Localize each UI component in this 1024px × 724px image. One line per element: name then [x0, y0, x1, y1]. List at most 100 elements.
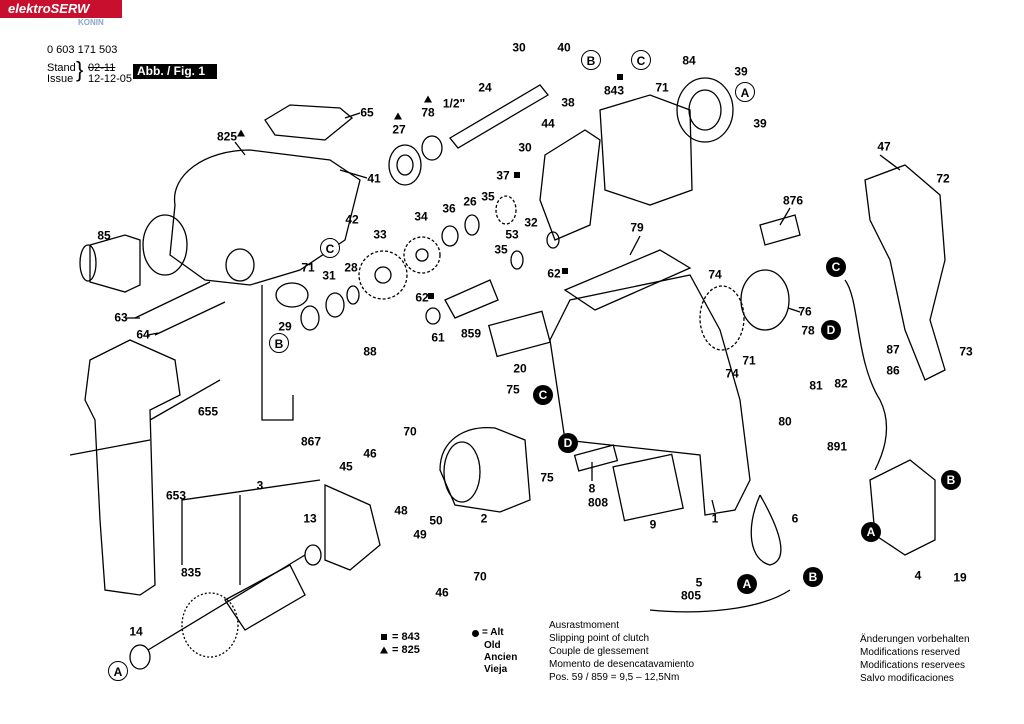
- part-callout: 33: [373, 227, 387, 242]
- modifications-line: Salvo modificaciones: [860, 673, 954, 684]
- stand-label: Stand: [47, 62, 76, 74]
- part-callout: 39: [734, 64, 748, 79]
- square-marker: [617, 74, 623, 80]
- gear-37: [495, 195, 517, 225]
- part-callout: 29: [278, 319, 292, 334]
- cord-line: [69, 439, 151, 456]
- retaining-ring: [421, 135, 443, 161]
- reference-circle: B: [581, 50, 601, 70]
- brush-ring: [740, 269, 790, 331]
- clutch-note-line: Slipping point of clutch: [549, 633, 650, 644]
- part-callout: 35: [494, 242, 508, 257]
- part-callout: 72: [936, 171, 950, 186]
- gear-medium: [403, 236, 441, 274]
- part-callout: 9: [649, 517, 657, 532]
- part-callout: 61: [431, 330, 445, 345]
- armature-bearing-14: [129, 644, 151, 670]
- part-callout: 46: [435, 585, 449, 600]
- bracket-867-lines: [261, 285, 294, 421]
- gear-housing: [169, 149, 361, 286]
- field-coil: [439, 426, 531, 513]
- legend-square-icon: [381, 634, 387, 640]
- part-callout: 859: [460, 326, 482, 341]
- part-callout: 49: [413, 527, 427, 542]
- part-callout: 78: [421, 105, 435, 120]
- screw-63: [134, 281, 211, 319]
- issue-label: Issue: [47, 73, 74, 85]
- triangle-marker: [394, 112, 402, 120]
- shaft-bearing-61: [425, 307, 441, 325]
- legend-dot-icon: [472, 630, 479, 637]
- part-callout: 34: [414, 209, 428, 224]
- brush-holder: [759, 214, 801, 246]
- gear-medium-hub: [415, 248, 429, 262]
- part-callout: 65: [360, 105, 374, 120]
- clutch-note-line: Couple de glessement: [549, 646, 649, 657]
- logo-bar: [0, 0, 122, 18]
- part-callout: 26: [463, 194, 477, 209]
- bearing: [388, 144, 422, 186]
- part-callout: 653: [165, 488, 187, 503]
- part-callout: 78: [801, 323, 815, 338]
- housing-collar: [142, 214, 188, 276]
- part-callout: 20: [513, 361, 527, 376]
- part-callout: 47: [877, 139, 891, 154]
- part-callout: 64: [136, 327, 150, 342]
- part-callout: 62: [415, 290, 429, 305]
- intermediate-shaft: [444, 279, 499, 319]
- reference-circle: A: [737, 574, 757, 594]
- header-brace: }: [76, 57, 84, 82]
- legend-square-text: = 843: [392, 631, 420, 643]
- reference-circle: C: [320, 238, 340, 258]
- part-callout: 30: [518, 140, 532, 155]
- part-callout: 2: [480, 511, 488, 526]
- part-callout: 27: [392, 122, 406, 137]
- part-callout: 62: [547, 266, 561, 281]
- housing-spindle-ring: [225, 248, 255, 282]
- cord-protector: [750, 494, 782, 566]
- part-callout: 81: [809, 378, 823, 393]
- chuck-nose: [79, 244, 97, 282]
- part-callout: 825: [216, 129, 238, 144]
- part-callout: 79: [630, 220, 644, 235]
- part-number: 0 603 171 503: [47, 44, 118, 56]
- field-coil-face: [443, 441, 481, 503]
- washer-32: [546, 231, 560, 249]
- part-callout: 8: [588, 481, 596, 496]
- armature-core: [224, 564, 306, 631]
- assembly-bracket-3: [181, 479, 321, 565]
- part-callout: 1/2": [442, 96, 466, 111]
- part-callout: 73: [959, 344, 973, 359]
- part-callout: 3: [256, 478, 264, 493]
- gear-large-hub: [374, 266, 392, 284]
- legend-dot-line: Ancien: [484, 652, 518, 663]
- part-callout: 74: [708, 267, 722, 282]
- part-callout: 867: [300, 434, 322, 449]
- part-callout: 87: [886, 342, 900, 357]
- part-callout: 31: [322, 268, 336, 283]
- part-callout: 50: [429, 513, 443, 528]
- reference-circle: D: [821, 320, 841, 340]
- stand-value: 02-11: [88, 62, 116, 74]
- figure-label: Abb. / Fig. 1: [133, 64, 217, 79]
- part-callout: 38: [561, 95, 575, 110]
- part-callout: 6: [791, 511, 799, 526]
- bearing-inner: [396, 154, 414, 176]
- part-callout: 14: [129, 624, 143, 639]
- motor-housing: [549, 274, 751, 516]
- washer-28: [346, 285, 360, 305]
- part-callout: 75: [540, 470, 554, 485]
- brand-logo: elektroSERW KONIN: [0, 0, 122, 27]
- part-callout: 84: [682, 53, 696, 68]
- reference-circle: B: [269, 333, 289, 353]
- gear-plate: [539, 129, 601, 241]
- ring-plate-inner: [688, 89, 722, 131]
- reference-circle: A: [108, 661, 128, 681]
- part-callout: 76: [798, 304, 812, 319]
- label-20: [487, 310, 551, 358]
- part-callout: 30: [512, 40, 526, 55]
- part-callout: 843: [603, 83, 625, 98]
- part-callout: 48: [394, 503, 408, 518]
- cover-plate: [264, 104, 354, 141]
